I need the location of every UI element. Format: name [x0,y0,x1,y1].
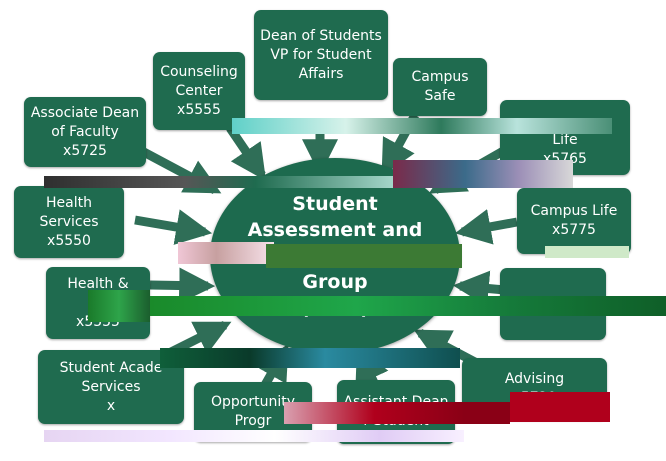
node-text: x5720 [512,390,557,406]
center-text: (SAIG) [300,297,370,319]
node-text: Progr [234,413,272,429]
node-text: x5725 [63,142,107,159]
node-right-middle [500,268,606,340]
node-text: of Faculty [51,123,119,140]
node-text: Campus [411,69,469,85]
node-health-wellness: Health & W x5555 [46,267,150,339]
node-text: W [91,294,105,311]
arrow-opportunity [255,343,289,388]
center-text: Group [302,271,368,293]
node-text: Affairs [298,65,344,82]
center-text: Student [292,193,378,215]
node-counseling-center: Counseling Center x5555 [153,52,245,130]
node-student-academic-services: Student Acade Services x [38,350,184,424]
arrow-health-wellness [149,267,216,304]
node-text: Safe [424,88,456,104]
node-text: x5775 [552,222,596,238]
arrow-health-services [134,209,213,245]
node-text: Associate Dean [30,104,140,121]
node-text: Assistant Dean [343,394,449,410]
node-text: Services [39,213,99,230]
node-text: Life [552,132,578,148]
arrow-associate-dean [137,146,222,194]
arrow-counseling [226,125,267,181]
node-opportunity-program: Opportunity Progr [194,382,312,442]
node-text: Health [46,194,92,211]
arrow-right-middle [452,270,506,307]
node-residential-life: Life x5765 [500,100,630,175]
node-text: x5555 [76,313,120,330]
node-text: x5765 [543,151,587,167]
node-text: x [106,397,116,414]
node-text: Dean of Students [260,27,382,44]
node-text: x5550 [47,232,91,249]
node-text: Opportunity [210,394,295,410]
node-text: VP for Student [270,46,372,63]
node-campus-safety: Campus Safe [393,58,487,116]
node-campus-life: Campus Life x5775 [517,188,631,254]
center-text: Intervention [268,245,402,267]
node-text: Campus Life [530,203,618,219]
node-text: Center [175,82,223,99]
node-text: r Student [363,413,429,429]
node-text: x5555 [177,101,221,118]
node-dean-of-students: Dean of Students VP for Student Affairs [254,10,388,100]
node-text: Counseling [160,63,238,80]
node-advising: Advising x5720 [462,358,607,420]
node-associate-dean: Associate Dean of Faculty x5725 [24,97,146,167]
node-health-services: Health Services x5550 [14,186,124,258]
arrow-campus-safety [381,112,419,177]
node-text: Advising [504,371,565,387]
center-group-ellipse: Student Assessment and Intervention Grou… [210,158,460,354]
center-text: Assessment and [247,219,423,241]
node-text: Services [81,378,141,395]
arrow-residential-life [428,146,508,194]
arrow-campus-life [454,209,518,245]
node-text: Student Acade [59,359,163,376]
node-text: Health & [67,275,129,292]
node-assistant-dean: Assistant Dean r Student [337,380,455,444]
